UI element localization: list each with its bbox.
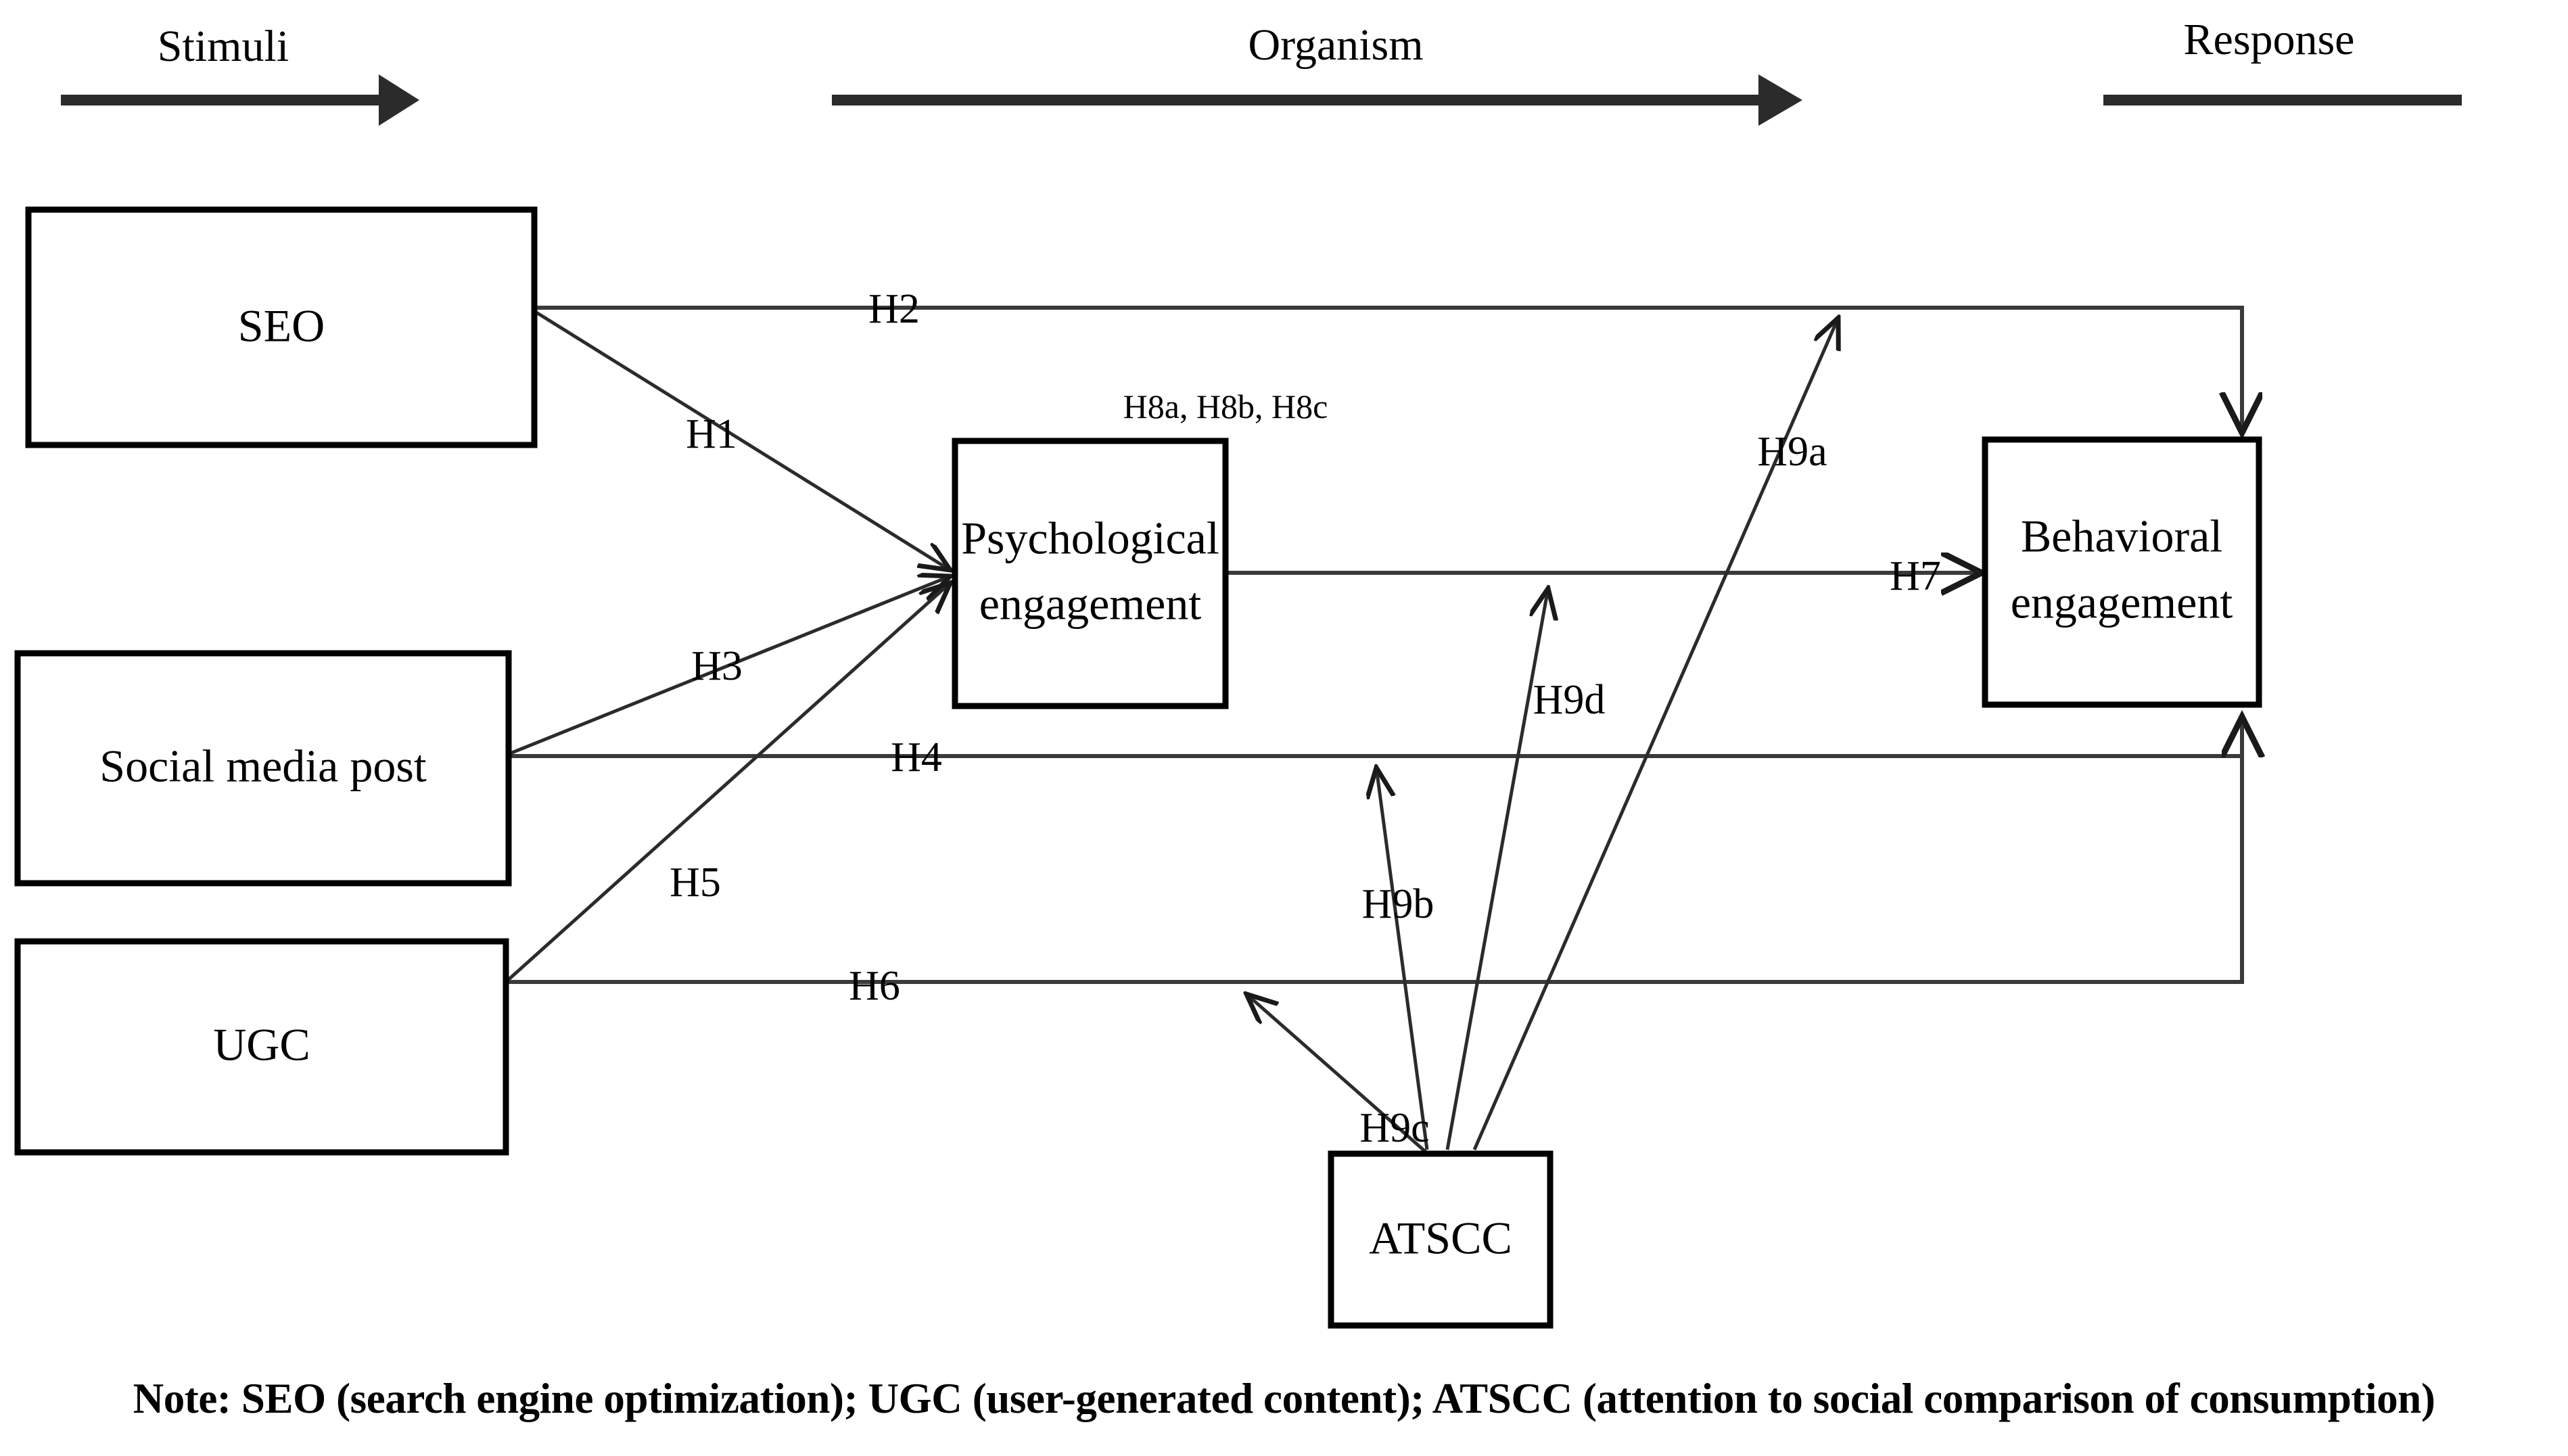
construct-box-atscc[interactable]: ATSCC — [1328, 1150, 1554, 1329]
construct-box-seo[interactable]: SEO — [25, 206, 538, 448]
hypothesis-label-h9c: H9c — [1359, 1105, 1429, 1151]
seo-box-label: SEO — [238, 300, 325, 352]
behavioral-engagement-box-outline — [1982, 436, 2262, 708]
psychological-engagement-label-line1: Psychological — [961, 513, 1219, 564]
connector-h9a — [1472, 318, 1838, 1151]
phase-label-organism: Organism — [1248, 20, 1423, 70]
phase-label-response: Response — [2184, 15, 2355, 64]
connector-h1 — [535, 310, 950, 570]
connector-h3 — [508, 576, 950, 756]
ugc-box-outline — [14, 938, 509, 1156]
social-media-post-box-outline — [14, 650, 512, 887]
connector-h5 — [505, 583, 950, 983]
connector-h9c — [1246, 994, 1428, 1154]
construct-box-psychological-engagement[interactable]: Psychological engagement — [952, 438, 1229, 709]
phase-header-response: Response — [2103, 15, 2462, 105]
behavioral-engagement-label-line1: Behavioral — [2021, 511, 2222, 562]
social-media-post-box-label: Social media post — [99, 741, 427, 792]
figure-note: Note: SEO (search engine optimization); … — [133, 1375, 2435, 1422]
connector-h9d — [1445, 588, 1548, 1150]
atscc-box-label: ATSCC — [1369, 1213, 1512, 1264]
seo-box-outline — [25, 206, 538, 448]
atscc-box-outline — [1328, 1150, 1554, 1329]
phase-arrowhead-stimuli — [379, 74, 419, 126]
phase-header-stimuli: Stimuli — [61, 22, 419, 126]
hypothesis-label-h6: H6 — [849, 963, 900, 1009]
construct-box-ugc[interactable]: UGC — [14, 938, 509, 1156]
construct-box-behavioral-engagement[interactable]: Behavioral engagement — [1982, 436, 2262, 708]
hypothesis-label-h7: H7 — [1890, 553, 1941, 599]
hypothesis-label-h5: H5 — [670, 860, 721, 906]
hypothesis-label-h9d: H9d — [1533, 677, 1606, 723]
connector-h2 — [534, 306, 2242, 433]
hypothesis-label-h8: H8a, H8b, H8c — [1123, 388, 1328, 425]
phase-arrowhead-organism — [1758, 74, 1802, 126]
construct-box-social-media-post[interactable]: Social media post — [14, 650, 512, 887]
hypothesis-label-h1: H1 — [686, 411, 737, 457]
connector-h9b — [1376, 768, 1429, 1150]
connector-h6 — [506, 717, 2242, 984]
hypothesis-label-h2: H2 — [868, 286, 920, 332]
behavioral-engagement-label-line2: engagement — [2011, 577, 2233, 628]
phase-header-organism: Organism — [832, 20, 1802, 126]
connector-h4 — [509, 717, 2242, 758]
psychological-engagement-box-outline — [952, 438, 1229, 709]
psychological-engagement-label-line2: engagement — [979, 578, 1202, 630]
ugc-box-label: UGC — [213, 1019, 310, 1071]
hypothesis-label-h4: H4 — [891, 734, 942, 780]
hypothesis-label-h3: H3 — [691, 643, 743, 689]
hypothesis-label-h9a: H9a — [1757, 429, 1827, 475]
hypothesis-label-h9b: H9b — [1362, 881, 1434, 927]
phase-label-stimuli: Stimuli — [158, 22, 289, 71]
